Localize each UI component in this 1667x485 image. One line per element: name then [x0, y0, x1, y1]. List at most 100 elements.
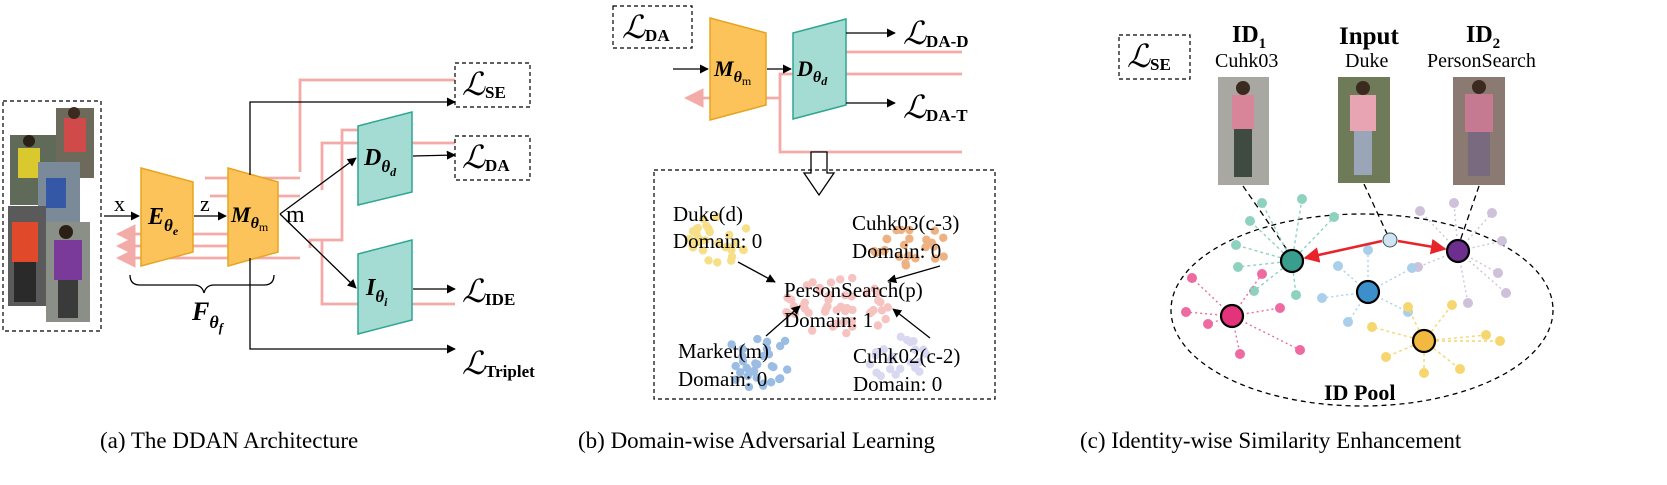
- pool-leaf-node: [1481, 330, 1491, 340]
- market-cluster-dot: [738, 352, 747, 361]
- pool-leaf-node: [1455, 364, 1465, 374]
- down-arrow-icon: [802, 151, 836, 197]
- pool-edge: [1453, 202, 1459, 252]
- id2-photo: [1453, 77, 1505, 185]
- loss-se-boxed-label: ℒSE: [1127, 38, 1171, 74]
- personsearch-cluster-dot: [832, 319, 841, 329]
- cuhk03-cluster-dot: [880, 245, 889, 255]
- pool-leaf-node: [1449, 198, 1459, 208]
- pool-edge: [1249, 220, 1293, 262]
- cuhk02-cluster-dot: [914, 357, 924, 367]
- pool-edge: [1417, 250, 1459, 268]
- pool-leaf-node: [1187, 273, 1197, 283]
- pool-leaf-node: [1415, 206, 1425, 216]
- cuhk03-cluster-dot: [869, 246, 879, 256]
- cuhk02-cluster-dot: [879, 345, 888, 354]
- duke-cluster-dot: [693, 223, 703, 233]
- duke-cluster-dot: [694, 236, 703, 245]
- cuhk03-cluster-dot: [901, 261, 911, 270]
- forward-arrows: [104, 97, 456, 354]
- pool-edge: [1419, 210, 1459, 252]
- pool-leaf-node: [1419, 368, 1429, 378]
- pool-leaf-node: [1291, 290, 1301, 300]
- personsearch-cluster-dot: [848, 305, 857, 315]
- m-label: m: [286, 202, 305, 228]
- cuhk03-cluster-dot: [905, 225, 914, 235]
- personsearch-cluster-dot: [782, 307, 791, 317]
- market-cluster-dot: [759, 351, 768, 361]
- cuhk02-cluster-dot: [896, 364, 905, 374]
- duke-cluster-dot: [701, 236, 710, 245]
- pool-leaf-node: [1447, 300, 1457, 310]
- pool-edge: [1231, 307, 1281, 317]
- cuhk03-cluster-dot: [930, 226, 939, 235]
- cuhk02-cluster-dot: [896, 332, 905, 342]
- input-dataset: Duke: [1345, 50, 1388, 72]
- personsearch-cluster-dot: [815, 286, 825, 295]
- pool-edge: [1291, 216, 1335, 262]
- identifier-label: Iθi: [365, 275, 388, 309]
- market-cluster-dot: [727, 340, 736, 349]
- domain-labels: Duke(d) Domain: 0 Cuhk03(c-3) Domain: 0 …: [673, 202, 960, 396]
- person-photo-collage: [8, 107, 94, 322]
- id2-node: [1445, 238, 1471, 264]
- cuhk03-cluster-dot: [930, 254, 940, 263]
- pool-leaf-node: [1367, 322, 1377, 332]
- loss-da-t-label: ℒDA-T: [903, 89, 968, 125]
- duke-cluster-dot: [714, 239, 723, 248]
- panel-c-caption: (c) Identity-wise Similarity Enhancement: [1080, 428, 1462, 453]
- cuhk03-cluster-dot: [904, 251, 913, 260]
- panel-a-caption: (a) The DDAN Architecture: [100, 428, 358, 453]
- personsearch-cluster-dot: [804, 308, 813, 318]
- cuhk02-cluster-dot: [876, 371, 885, 381]
- pool-leaf-node: [1329, 212, 1339, 222]
- market-cluster-dot: [749, 366, 759, 376]
- cuhk03-cluster-dot: [929, 242, 939, 251]
- loss-triplet-label: ℒTriplet: [462, 345, 535, 381]
- cuhk02-cluster-dot: [865, 360, 875, 369]
- pool-leaf-node: [1501, 288, 1511, 298]
- market-cluster-dot: [759, 379, 768, 388]
- market-cluster-dot: [752, 373, 761, 382]
- pool-leaf-node: [1463, 298, 1473, 308]
- personsearch-cluster-dot: [821, 304, 831, 314]
- loss-da-label: ℒDA: [462, 139, 510, 175]
- personsearch-cluster-dot: [835, 275, 845, 284]
- duke-cluster-dot: [725, 230, 734, 240]
- mapper-block: [227, 167, 279, 267]
- pool-edge: [1191, 277, 1233, 317]
- personsearch-cluster-dot: [870, 284, 879, 294]
- personsearch-cluster-dot: [826, 278, 836, 287]
- panel-b-caption: (b) Domain-wise Adversarial Learning: [578, 428, 936, 453]
- pool-leaf-node: [1487, 208, 1497, 218]
- cuhk02-cluster-dot: [911, 345, 920, 354]
- personsearch-cluster-dot: [877, 306, 887, 315]
- pool-leaf-node: [1407, 263, 1417, 273]
- similarity-edge-id1: [1303, 239, 1383, 263]
- pool-leaf-node: [1497, 236, 1507, 246]
- input-node: [1382, 232, 1398, 248]
- duke-cluster-dot: [698, 246, 708, 255]
- market-cluster-dot: [731, 361, 740, 371]
- pool-leaf-node: [1295, 345, 1305, 355]
- domain-cuhk03-value: Domain: 0: [852, 239, 941, 263]
- loss-ide-label: ℒIDE: [462, 273, 515, 309]
- cuhk03-cluster-dot: [939, 252, 948, 261]
- domain-duke-name: Duke(d): [673, 202, 743, 226]
- panel-a: Eθe Mθm Dθd Iθi x z m: [2, 62, 535, 453]
- cuhk03-cluster-dot: [922, 235, 931, 244]
- panel-b-arrows: [673, 28, 896, 108]
- id1-node: [1279, 248, 1305, 274]
- pool-leaf-node: [1231, 240, 1241, 250]
- duke-cluster-dot: [727, 252, 737, 261]
- id1-title: ID1: [1232, 22, 1266, 52]
- pool-leaf-node: [1297, 194, 1307, 204]
- duke-cluster-dot: [713, 258, 722, 267]
- market-cluster-dot: [751, 359, 760, 368]
- brace-f: [129, 274, 275, 294]
- pool-edge: [1367, 267, 1413, 293]
- loss-da-box: [454, 135, 531, 181]
- pool-leaf-node: [1245, 216, 1255, 226]
- id1-dataset: Cuhk03: [1215, 50, 1278, 72]
- cuhk03-cluster-dot: [921, 243, 930, 252]
